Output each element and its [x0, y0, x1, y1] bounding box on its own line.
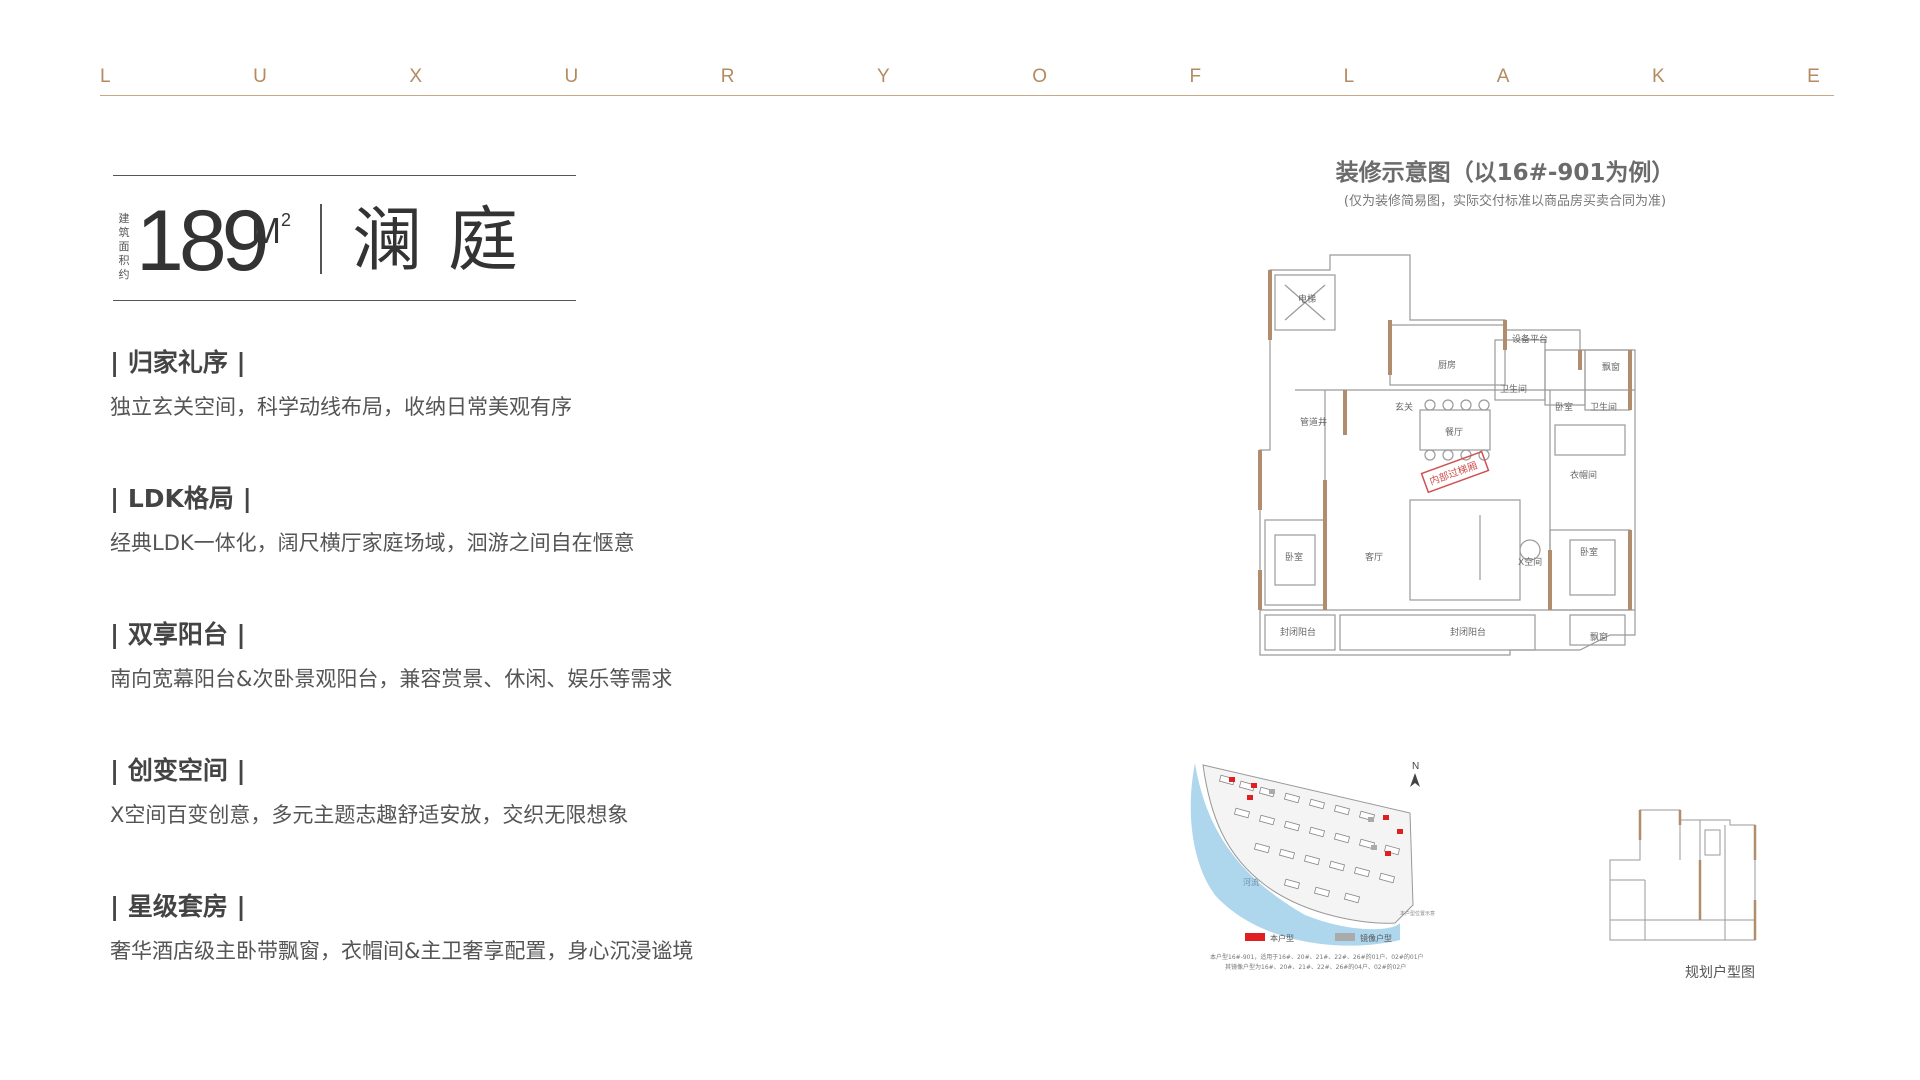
area-unit-sup: 2: [281, 210, 292, 230]
room-label: 封闭阳台: [1450, 626, 1486, 638]
mirror-units: [1269, 789, 1377, 850]
tagline-letter: O: [1032, 66, 1048, 87]
river-label: 河流: [1243, 877, 1259, 887]
feature-item: | 创变空间 | X空间百变创意，多元主题志趣舒适安放，交织无限想象: [110, 754, 830, 890]
site-plan: 河流 N: [1190, 761, 1435, 971]
area-unit-text: M: [251, 210, 281, 251]
room-label: 电梯: [1298, 293, 1316, 305]
tagline-letter: A: [1496, 66, 1510, 87]
legend-swatch-mirror: [1335, 933, 1355, 941]
feature-description: 奢华酒店级主卧带飘窗，衣帽间&主卫奢享配置，身心沉浸谧境: [110, 939, 694, 963]
area-unit: M2: [251, 210, 291, 252]
feature-item: | LDK格局 | 经典LDK一体化，阔尺横厅家庭场域，洄游之间自在惬意: [110, 482, 830, 618]
tagline-letter: X: [409, 66, 423, 87]
feature-description: X空间百变创意，多元主题志趣舒适安放，交织无限想象: [110, 803, 629, 827]
feature-title: | 创变空间 |: [110, 756, 246, 785]
feature-title: | 双享阳台 |: [110, 620, 246, 649]
room-label: X空间: [1518, 556, 1542, 568]
siteplan-note: 本户型16#-901，适用于16#、20#、21#、22#、26#的01户、02…: [1210, 953, 1424, 961]
siteplan-caption: 本户型位置示意: [1400, 910, 1435, 917]
room-label: 卧室: [1555, 401, 1573, 413]
area-value: 189: [136, 193, 269, 289]
room-label: 飘窗: [1590, 631, 1608, 643]
room-label: 管道井: [1300, 416, 1327, 428]
feature-description: 独立玄关空间，科学动线布局，收纳日常美观有序: [110, 395, 572, 419]
room-label: 飘窗: [1602, 361, 1620, 373]
title-rule-bottom: [113, 300, 576, 301]
floorplan-note: (仅为装修简易图，实际交付标准以商品房买卖合同为准): [1343, 194, 1667, 209]
siteplan-note: 其镜像户型为16#、20#、21#、22#、26#的04户、02#的02户: [1225, 963, 1406, 971]
title-divider: [320, 204, 322, 274]
room-label: 玄关: [1395, 401, 1413, 413]
feature-description: 南向宽幕阳台&次卧景观阳台，兼容赏景、休闲、娱乐等需求: [110, 667, 673, 691]
tagline-letter: K: [1651, 66, 1665, 87]
north-arrow-icon: [1410, 773, 1420, 787]
product-name: 澜庭: [352, 199, 544, 281]
feature-title: | LDK格局 |: [110, 484, 252, 513]
room-label: 卧室: [1580, 546, 1598, 558]
room-label: 卫生间: [1590, 401, 1617, 413]
tagline-letter: L: [100, 66, 111, 87]
feature-title: | 归家礼序 |: [110, 348, 246, 377]
legend-label-mirror: 镜像户型: [1360, 933, 1392, 943]
room-label: 餐厅: [1445, 426, 1463, 438]
feature-item: | 双享阳台 | 南向宽幕阳台&次卧景观阳台，兼容赏景、休闲、娱乐等需求: [110, 618, 830, 754]
tagline-letter: E: [1807, 66, 1820, 87]
north-label: N: [1412, 761, 1419, 772]
feature-item: | 星级套房 | 奢华酒店级主卧带飘窗，衣帽间&主卫奢享配置，身心沉浸谧境: [110, 890, 830, 1026]
tagline-letter: F: [1189, 66, 1202, 87]
feature-list: | 归家礼序 | 独立玄关空间，科学动线布局，收纳日常美观有序 | LDK格局 …: [110, 346, 830, 1026]
room-label: 封闭阳台: [1280, 626, 1316, 638]
tagline-divider: [100, 95, 1834, 96]
tagline-letter: U: [253, 66, 267, 87]
room-label: 卧室: [1285, 551, 1303, 563]
floorplan-title: 装修示意图（以16#-901为例）: [1335, 160, 1675, 186]
area-label: 建筑面积约: [118, 212, 130, 281]
tagline-letter: U: [564, 66, 579, 87]
tagline-letter: R: [720, 66, 735, 87]
tagline-letter: Y: [877, 66, 890, 87]
river-shape: [1190, 763, 1400, 946]
mini-plan-caption: 规划户型图: [1685, 965, 1755, 981]
tagline: L U X U R Y O F L A K E: [100, 66, 1820, 88]
room-label: 厨房: [1438, 359, 1456, 371]
room-label: 卫生间: [1500, 383, 1527, 395]
floorplan-drawing: 电梯 设备平台 厨房 玄关 餐厅 管道井 卫生间 卫生间 卧室 衣帽间 卧室 客…: [1258, 254, 1636, 656]
stamp-frame: [1420, 450, 1490, 494]
site-outline: [1202, 764, 1414, 924]
mini-floorplan: [1609, 809, 1757, 941]
highlighted-units: [1229, 777, 1403, 856]
feature-title: | 星级套房 |: [110, 892, 246, 921]
feature-description: 经典LDK一体化，阔尺横厅家庭场域，洄游之间自在惬意: [110, 531, 635, 555]
room-label: 衣帽间: [1570, 469, 1597, 481]
title-rule-top: [113, 175, 576, 176]
tagline-letter: L: [1343, 66, 1355, 87]
feature-item: | 归家礼序 | 独立玄关空间，科学动线布局，收纳日常美观有序: [110, 346, 830, 482]
room-label: 设备平台: [1512, 333, 1548, 345]
legend-label-this: 本户型: [1270, 933, 1294, 943]
legend-swatch-this: [1245, 933, 1265, 941]
room-label: 客厅: [1365, 551, 1383, 563]
